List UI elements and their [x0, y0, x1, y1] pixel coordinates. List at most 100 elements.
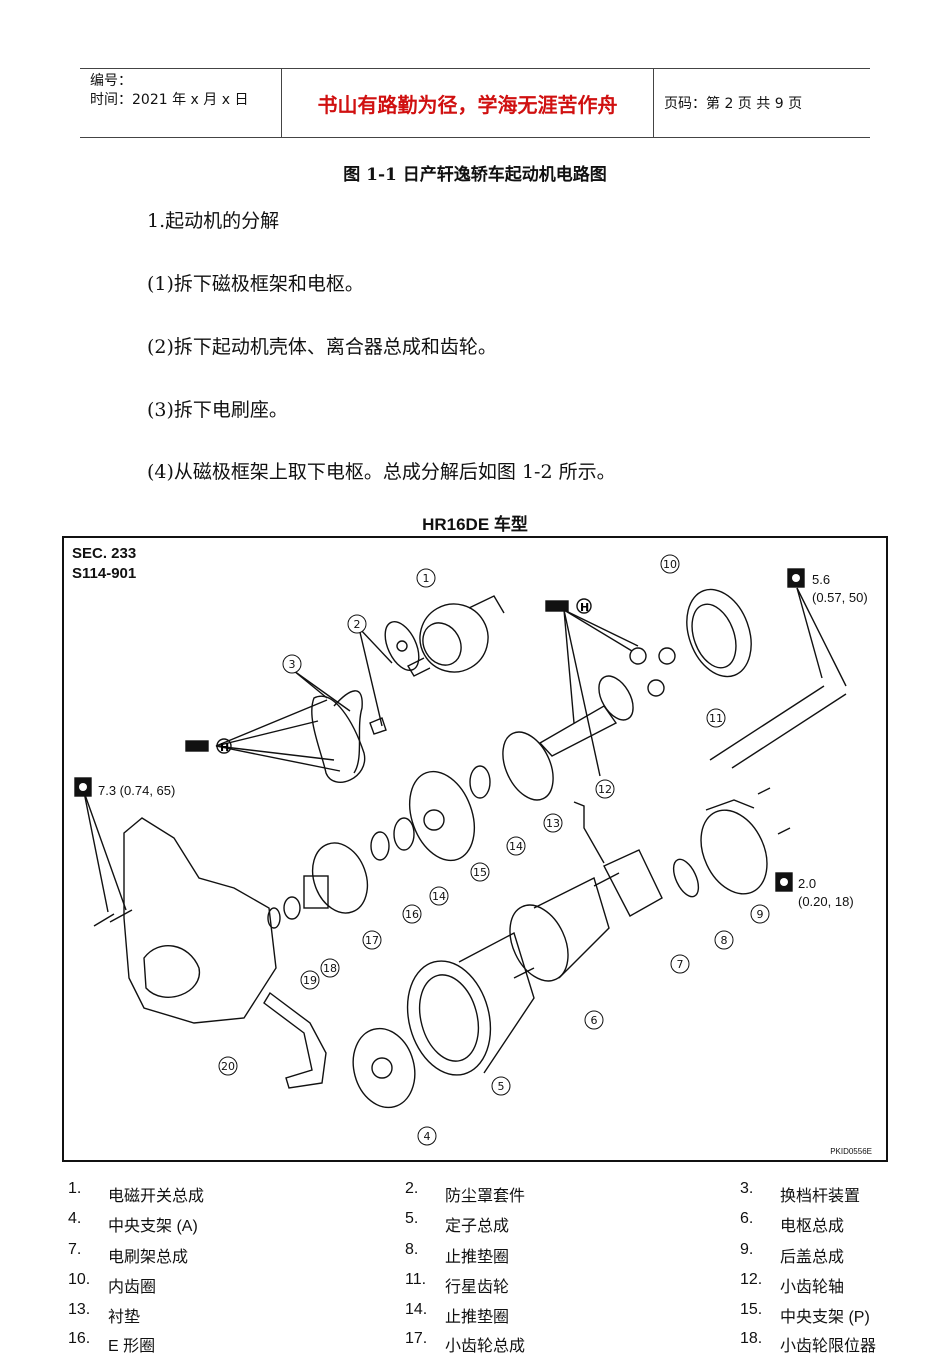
callout-13: 13	[543, 813, 563, 833]
internal-gear	[686, 588, 752, 678]
svg-text:19: 19	[303, 974, 317, 987]
diagram-title: HR16DE 车型	[422, 515, 528, 534]
callout-20: 20	[218, 1056, 238, 1076]
svg-text:5: 5	[498, 1080, 505, 1093]
center-bracket-p	[409, 770, 475, 862]
parts-drawing: H H 1 2 3 4 5 6 7 8 9 10 11 12 13 14 14 …	[74, 554, 847, 1146]
paragraph-3: (2)拆下起动机壳体、离合器总成和齿轮。	[147, 336, 497, 358]
through-bolt	[731, 693, 847, 769]
torque-spec-a: 7.3 (0.74, 65)	[98, 783, 176, 798]
figure-caption: 图 1-1 日产轩逸轿车起动机电路图	[343, 165, 607, 185]
svg-text:3: 3	[289, 658, 296, 671]
page-header: 编号： 时间：2021 年 x 月 x 日 书山有路勤为径，学海无涯苦作舟 页码…	[80, 68, 870, 138]
callout-14: 14	[506, 836, 526, 856]
section-code: SEC. 233 S114-901	[72, 544, 136, 584]
dust-cover	[369, 621, 420, 735]
stopper-clip	[267, 907, 281, 929]
svg-text:14: 14	[432, 890, 446, 903]
number-label: 编号：	[90, 73, 132, 89]
callout-10: 10	[660, 554, 680, 574]
callout-16: 16	[402, 904, 422, 924]
sec-line-1: SEC. 233	[72, 545, 137, 562]
brush-holder	[573, 801, 663, 917]
callout-3: 3	[282, 654, 302, 674]
torque-spec-c: 2.0 (0.20, 18)	[798, 875, 854, 911]
center-bracket-a	[352, 1027, 416, 1109]
callout-7: 7	[670, 954, 690, 974]
page-indicator: 页码：第 2 页 共 9 页	[664, 96, 803, 112]
svg-text:8: 8	[721, 934, 728, 947]
callout-1: 1	[416, 568, 436, 588]
grease-h: H	[580, 601, 589, 614]
svg-text:11: 11	[709, 712, 723, 725]
legend-row: 4.中央支架 (A) 5.定子总成 6.电枢总成	[68, 1210, 845, 1235]
callout-11: 11	[706, 708, 726, 728]
boot-strap	[263, 991, 327, 1089]
callout-12: 12	[595, 779, 615, 799]
svg-text:7: 7	[677, 958, 684, 971]
exploded-diagram: SEC. 233 S114-901 7.3 (0.74, 65) 5.6 (0.…	[62, 536, 888, 1162]
paragraph-5: (4)从磁极框架上取下电枢。总成分解后如图 1-2 所示。	[147, 461, 616, 483]
screw	[777, 827, 791, 835]
pinion-assembly	[303, 842, 369, 914]
torque-wrench-icon	[74, 777, 92, 797]
callout-19: 19	[300, 970, 320, 990]
sec-line-2: S114-901	[72, 565, 137, 582]
solenoid-switch	[407, 595, 505, 677]
paragraph-1: 1.起动机的分解	[147, 210, 280, 232]
e-ring	[370, 831, 390, 861]
svg-text:9: 9	[757, 908, 764, 921]
callout-17: 17	[362, 930, 382, 950]
torque-wrench-icon	[775, 872, 793, 892]
svg-text:14: 14	[509, 840, 523, 853]
legend-row: 13.衬垫 14.止推垫圈 15.中央支架 (P)	[68, 1301, 870, 1326]
time-label: 时间：2021 年 x 月 x 日	[90, 92, 249, 108]
svg-text:6: 6	[591, 1014, 598, 1027]
callout-9: 9	[750, 904, 770, 924]
legend-row: 1.电磁开关总成 2.防尘罩套件 3.换档杆装置	[68, 1180, 861, 1205]
paragraph-2: (1)拆下磁极框架和电枢。	[147, 273, 364, 295]
torque-spec-b: 5.6 (0.57, 50)	[812, 571, 868, 607]
pinion-shaft	[538, 675, 634, 757]
shift-lever	[311, 690, 366, 783]
yoke-assembly	[406, 931, 535, 1076]
callout-14b: 14	[429, 886, 449, 906]
torque-b-line-1: 5.6	[812, 572, 831, 587]
torque-b-line-2: (0.57, 50)	[812, 590, 868, 605]
screw	[757, 787, 771, 795]
legend-row: 7.电刷架总成 8.止推垫圈 9.后盖总成	[68, 1241, 845, 1266]
svg-text:1: 1	[423, 572, 430, 585]
callout-18: 18	[320, 958, 340, 978]
callout-2: 2	[347, 614, 367, 634]
callout-8: 8	[714, 930, 734, 950]
svg-text:20: 20	[221, 1060, 235, 1073]
thrust-washer-rear	[672, 858, 700, 898]
callout-6: 6	[584, 1010, 604, 1030]
legend-row: 16.E 形圈 17.小齿轮总成 18.小齿轮限位器	[68, 1330, 877, 1355]
header-meta: 编号： 时间：2021 年 x 月 x 日	[80, 69, 281, 137]
torque-c-line-2: (0.20, 18)	[798, 894, 854, 909]
figure-code: PKID0556E	[830, 1147, 872, 1156]
svg-text:12: 12	[598, 783, 612, 796]
svg-text:18: 18	[323, 962, 337, 975]
header-motto: 书山有路勤为径，学海无涯苦作舟	[281, 69, 654, 137]
rear-cover	[700, 799, 768, 895]
torque-wrench-icon	[787, 568, 805, 588]
svg-text:16: 16	[405, 908, 419, 921]
callout-4: 4	[417, 1126, 437, 1146]
torque-c-line-1: 2.0	[798, 876, 817, 891]
svg-text:17: 17	[365, 934, 379, 947]
through-bolt	[709, 685, 825, 761]
planetary-gears	[629, 647, 676, 697]
armature-assembly	[509, 872, 620, 982]
paragraph-4: (3)拆下电刷座。	[147, 399, 288, 421]
legend-row: 10.内齿圈 11.行星齿轮 12.小齿轮轴	[68, 1271, 845, 1296]
callout-5: 5	[491, 1076, 511, 1096]
grease-icon	[545, 598, 592, 614]
svg-text:10: 10	[663, 558, 677, 571]
svg-text:2: 2	[354, 618, 361, 631]
callout-15: 15	[470, 862, 490, 882]
packing	[502, 731, 554, 801]
grease-h: H	[220, 741, 229, 754]
thrust-washer	[393, 765, 491, 851]
